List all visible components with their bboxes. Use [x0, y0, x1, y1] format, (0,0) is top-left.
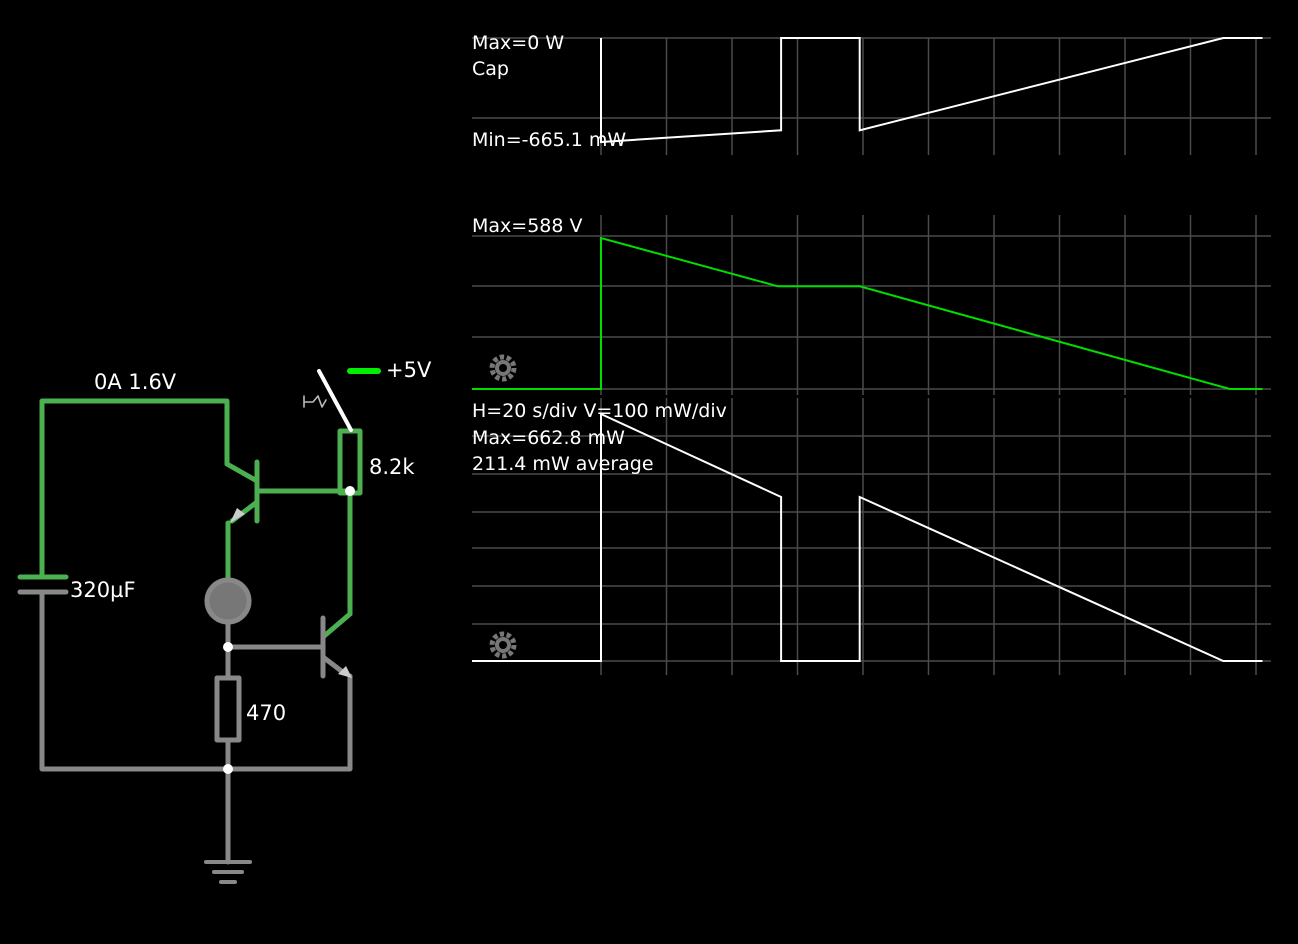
scope-3[interactable]: H=20 s/div V=100 mW/div Max=662.8 mW 211…	[472, 398, 1271, 675]
scope-3-grid	[472, 398, 1271, 675]
transistor1-arrow	[230, 508, 245, 523]
scope-2-max-label: Max=588 V	[472, 215, 583, 237]
resistor-470[interactable]	[214, 675, 242, 743]
transistor2-collector[interactable]	[320, 611, 353, 640]
gear-icon[interactable]	[489, 354, 517, 382]
scope-3-info-label: H=20 s/div V=100 mW/div	[472, 400, 727, 422]
transistor1-collector[interactable]	[224, 461, 260, 484]
supply-label: +5V	[386, 358, 432, 382]
lamp[interactable]	[204, 577, 252, 625]
scope-2-trace	[472, 236, 1263, 390]
switch-symbol	[303, 395, 327, 408]
switch-lever[interactable]	[317, 369, 353, 432]
scope-1[interactable]: Max=0 W Cap Min=-665.1 mW	[472, 32, 1271, 155]
scope-3-max-label: Max=662.8 mW	[472, 427, 625, 449]
gear-icon[interactable]	[489, 631, 517, 659]
junction-dot	[223, 764, 233, 774]
resistor-bottom-label: 470	[246, 701, 286, 725]
scope-1-max-label: Max=0 W	[472, 32, 564, 54]
wire-top[interactable]	[39, 398, 230, 580]
capacitor-label: 320µF	[70, 578, 136, 602]
junction-dot	[223, 642, 233, 652]
resistor-top-label: 8.2k	[369, 455, 415, 479]
junction-dot	[345, 486, 355, 496]
scope-2[interactable]: Max=588 V	[472, 215, 1271, 395]
scope-3-trace	[472, 412, 1263, 662]
scope-1-trace	[600, 37, 1263, 144]
scope-1-name-label: Cap	[472, 58, 509, 80]
transistor2-arrow	[338, 666, 352, 678]
resistor-8k2[interactable]	[337, 428, 363, 496]
circuit[interactable]	[17, 368, 381, 884]
transistor2-emitter[interactable]	[320, 654, 347, 676]
wire-bottom-left[interactable]	[39, 589, 353, 772]
scope-1-min-label: Min=-665.1 mW	[472, 129, 626, 151]
scope-3-avg-label: 211.4 mW average	[472, 453, 654, 475]
wire-readout: 0A 1.6V	[94, 370, 177, 394]
